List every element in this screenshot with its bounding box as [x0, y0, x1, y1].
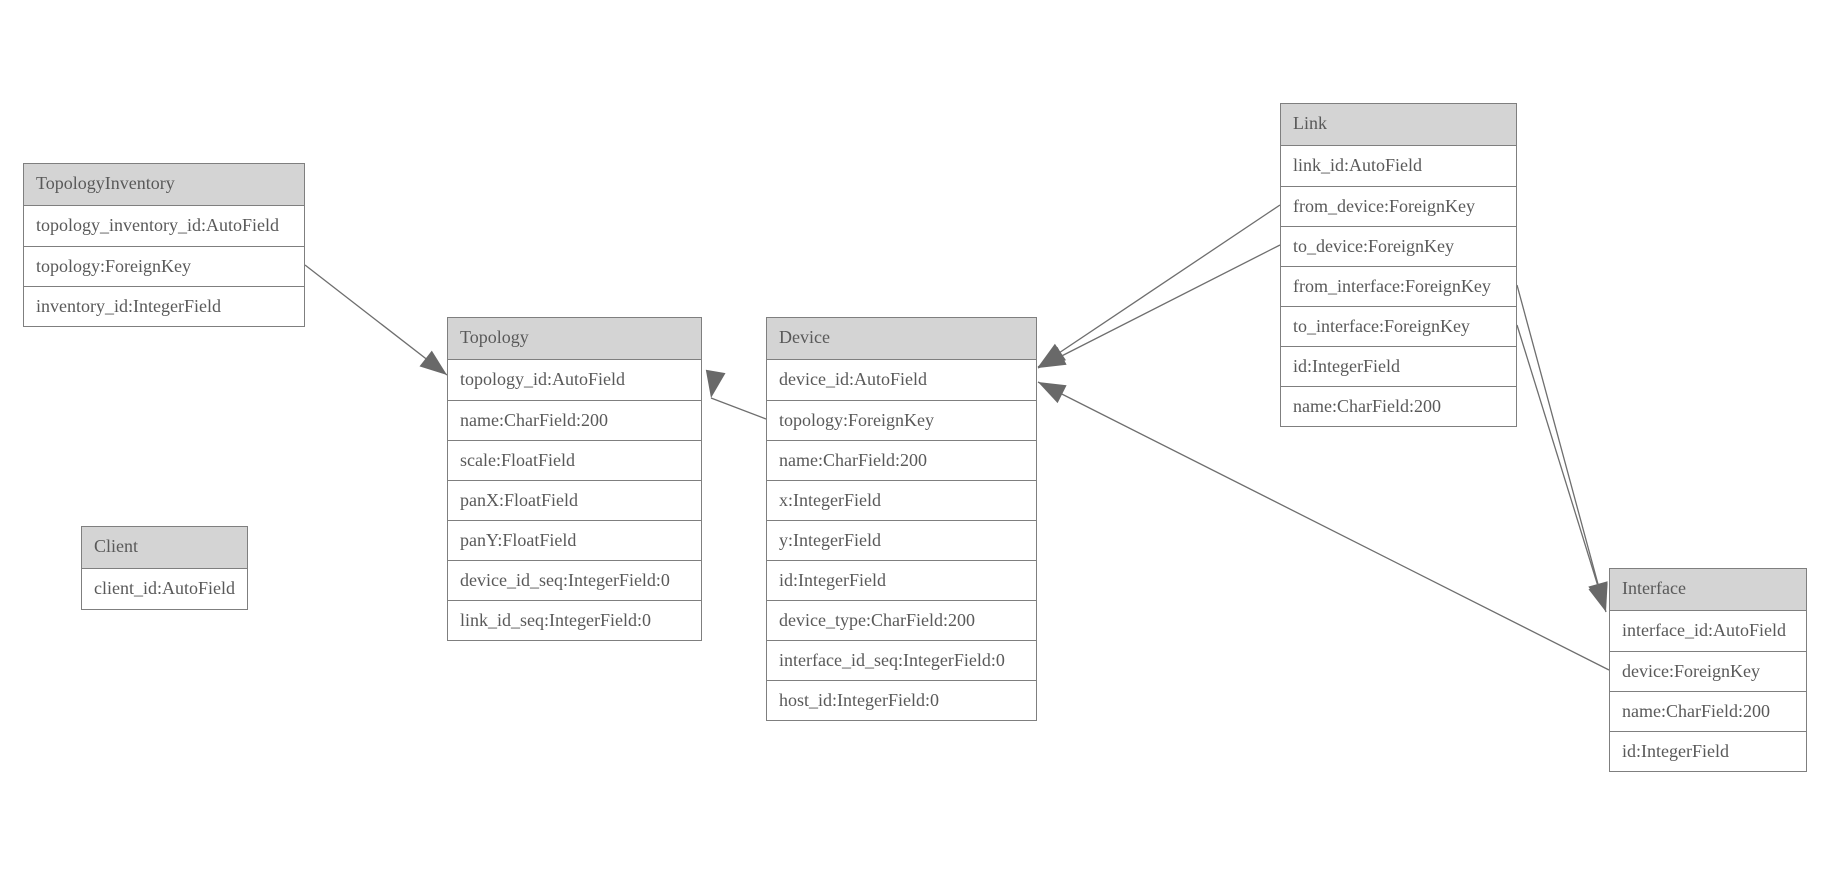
entity-field-row: x:IntegerField [767, 480, 1036, 520]
entity-field-row: id:IntegerField [767, 560, 1036, 600]
edge-link-to_interface-to-interface [1516, 324, 1607, 613]
entity-field-row: interface_id_seq:IntegerField:0 [767, 640, 1036, 680]
edge-interface-device-to-device [1037, 381, 1610, 671]
entity-field-row: name:CharField:200 [1610, 691, 1806, 731]
arrowhead-icon [419, 350, 447, 375]
entity-field-row: to_interface:ForeignKey [1281, 306, 1516, 346]
entity-field-row: link_id:AutoField [1281, 146, 1516, 186]
arrowhead-icon [1038, 346, 1067, 368]
arrowhead-icon [1038, 382, 1067, 404]
arrowhead-icon [1588, 583, 1608, 612]
entity-field-row: name:CharField:200 [1281, 386, 1516, 426]
arrowhead-icon [705, 369, 726, 398]
entity-field-row: topology_id:AutoField [448, 360, 701, 400]
edge-link-to_device-to-device [1037, 244, 1281, 369]
entity-field-row: to_device:ForeignKey [1281, 226, 1516, 266]
edge-device-topology-to-topology [710, 397, 767, 420]
entity-title: Topology [448, 318, 701, 360]
entity-title: Link [1281, 104, 1516, 146]
entity-title: Client [82, 527, 247, 569]
entity-field-row: link_id_seq:IntegerField:0 [448, 600, 701, 640]
edge-topologyinventory-topology-to-topology [304, 264, 448, 376]
edge-link-from_device-to-device [1037, 204, 1281, 368]
entity-title: TopologyInventory [24, 164, 304, 206]
entity-field-row: name:CharField:200 [767, 440, 1036, 480]
entity-field-row: device_type:CharField:200 [767, 600, 1036, 640]
entity-field-row: topology_inventory_id:AutoField [24, 206, 304, 246]
edge-link-from_interface-to-interface [1516, 284, 1606, 611]
entity-field-row: y:IntegerField [767, 520, 1036, 560]
entity-field-row: topology:ForeignKey [24, 246, 304, 286]
entity-field-row: from_device:ForeignKey [1281, 186, 1516, 226]
entity-field-row: from_interface:ForeignKey [1281, 266, 1516, 306]
entity-field-row: client_id:AutoField [82, 569, 247, 609]
entity-field-row: id:IntegerField [1610, 731, 1806, 771]
entity-field-row: panY:FloatField [448, 520, 701, 560]
entity-field-row: device:ForeignKey [1610, 651, 1806, 691]
entity-field-row: interface_id:AutoField [1610, 611, 1806, 651]
entity-field-row: host_id:IntegerField:0 [767, 680, 1036, 720]
entity-field-row: device_id_seq:IntegerField:0 [448, 560, 701, 600]
entity-field-row: device_id:AutoField [767, 360, 1036, 400]
entity-field-row: scale:FloatField [448, 440, 701, 480]
entity-title: Device [767, 318, 1036, 360]
entity-field-row: name:CharField:200 [448, 400, 701, 440]
entity-field-row: inventory_id:IntegerField [24, 286, 304, 326]
entity-field-row: topology:ForeignKey [767, 400, 1036, 440]
entity-field-row: panX:FloatField [448, 480, 701, 520]
entity-field-row: id:IntegerField [1281, 346, 1516, 386]
entity-title: Interface [1610, 569, 1806, 611]
